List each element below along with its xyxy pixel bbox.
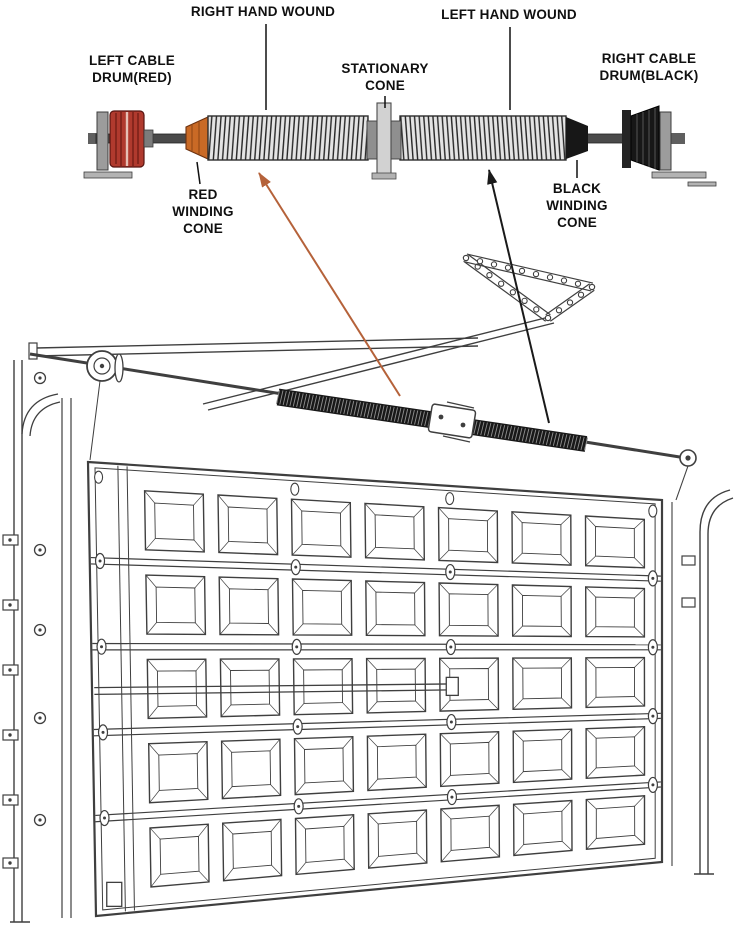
door-panel	[291, 578, 353, 636]
label-right-hand-wound: RIGHT HAND WOUND	[190, 4, 336, 19]
pointer-red-winding-cone	[196, 161, 201, 185]
label-line: BLACK	[552, 181, 602, 196]
right-bearing-plate	[659, 111, 672, 171]
door-panel	[219, 658, 281, 718]
door-panel	[217, 494, 279, 556]
spring-left-hand-wound	[399, 115, 567, 161]
label-left-hand-wound: LEFT HAND WOUND	[441, 7, 577, 22]
garage-door	[86, 460, 664, 918]
label-right-cable-drum: RIGHT CABLE DRUM(BLACK)	[600, 50, 699, 84]
door-panel	[585, 795, 646, 850]
door-panel	[511, 511, 572, 566]
label-line: DRUM(BLACK)	[599, 68, 699, 83]
door-panel	[220, 738, 282, 800]
label-left-cable-drum: LEFT CABLE DRUM(RED)	[89, 52, 175, 86]
overhead-structure	[28, 253, 596, 411]
stationary-cone	[366, 102, 402, 180]
label-line: RED	[188, 187, 218, 202]
shaft-end-left	[88, 133, 100, 144]
door-panel	[149, 823, 210, 888]
garage-door-scene	[2, 253, 734, 923]
door-panel	[292, 657, 354, 716]
door-panel	[512, 657, 573, 711]
door-panel	[366, 733, 427, 792]
door-panel	[584, 586, 646, 638]
installed-spring	[275, 388, 589, 452]
door-panel	[511, 584, 572, 638]
door-panel	[365, 657, 427, 714]
label-line: LEFT CABLE	[89, 53, 175, 68]
label-black-winding-cone: BLACK WINDING CONE	[546, 180, 607, 231]
spring-coupler	[427, 403, 477, 439]
hinge	[94, 470, 104, 484]
right-cable-drum-black	[622, 105, 660, 171]
label-line: WINDING	[172, 204, 234, 219]
label-line: CONE	[557, 215, 597, 230]
black-winding-cone	[566, 117, 588, 159]
door-panel	[585, 656, 646, 709]
door-panel	[512, 728, 573, 784]
door-panel	[145, 574, 207, 636]
door-panel	[365, 580, 426, 637]
black-reference-arrow	[487, 169, 550, 424]
torsion-spring-assembly	[83, 102, 717, 187]
door-panel	[218, 576, 280, 636]
label-line: CONE	[183, 221, 223, 236]
door-panel	[221, 818, 283, 882]
door-panel	[367, 809, 428, 869]
left-bearing-plate	[96, 111, 109, 171]
door-panel	[146, 658, 208, 720]
pointer-lines	[196, 24, 578, 185]
right-bracket-foot-2	[687, 181, 717, 187]
door-handle	[445, 676, 459, 697]
right-bracket-foot	[651, 171, 707, 179]
hinge	[290, 482, 300, 496]
hinge	[648, 504, 658, 518]
door-panel	[440, 804, 501, 863]
label-line: RIGHT CABLE	[601, 51, 697, 66]
label-line: DRUM(RED)	[92, 70, 172, 85]
spring-right-hand-wound	[207, 115, 369, 161]
orange-reference-arrow	[258, 172, 401, 397]
bottom-bracket	[106, 881, 123, 908]
door-panel	[439, 730, 500, 788]
door-panel	[147, 740, 209, 804]
door-panel	[585, 725, 646, 780]
left-wall-angle	[2, 360, 72, 923]
label-line: WINDING	[546, 198, 608, 213]
door-panel	[290, 498, 352, 558]
door-panel	[364, 502, 426, 561]
left-cable-drum-red	[109, 110, 154, 168]
door-panel	[143, 490, 205, 553]
door-panel	[584, 515, 646, 569]
label-stationary-cone: STATIONARY CONE	[341, 60, 428, 94]
left-bracket-foot	[83, 171, 133, 179]
red-winding-cone	[185, 116, 209, 160]
door-panel	[512, 799, 573, 857]
label-line: CONE	[365, 78, 405, 93]
label-red-winding-cone: RED WINDING CONE	[172, 186, 233, 237]
label-line: STATIONARY	[341, 61, 429, 76]
hinge	[445, 492, 455, 506]
shaft-end-right	[671, 133, 685, 144]
door-panel	[438, 582, 499, 637]
door-panel	[294, 813, 355, 876]
door-panel	[437, 506, 499, 564]
door-panel	[293, 735, 355, 796]
right-track	[671, 489, 734, 875]
